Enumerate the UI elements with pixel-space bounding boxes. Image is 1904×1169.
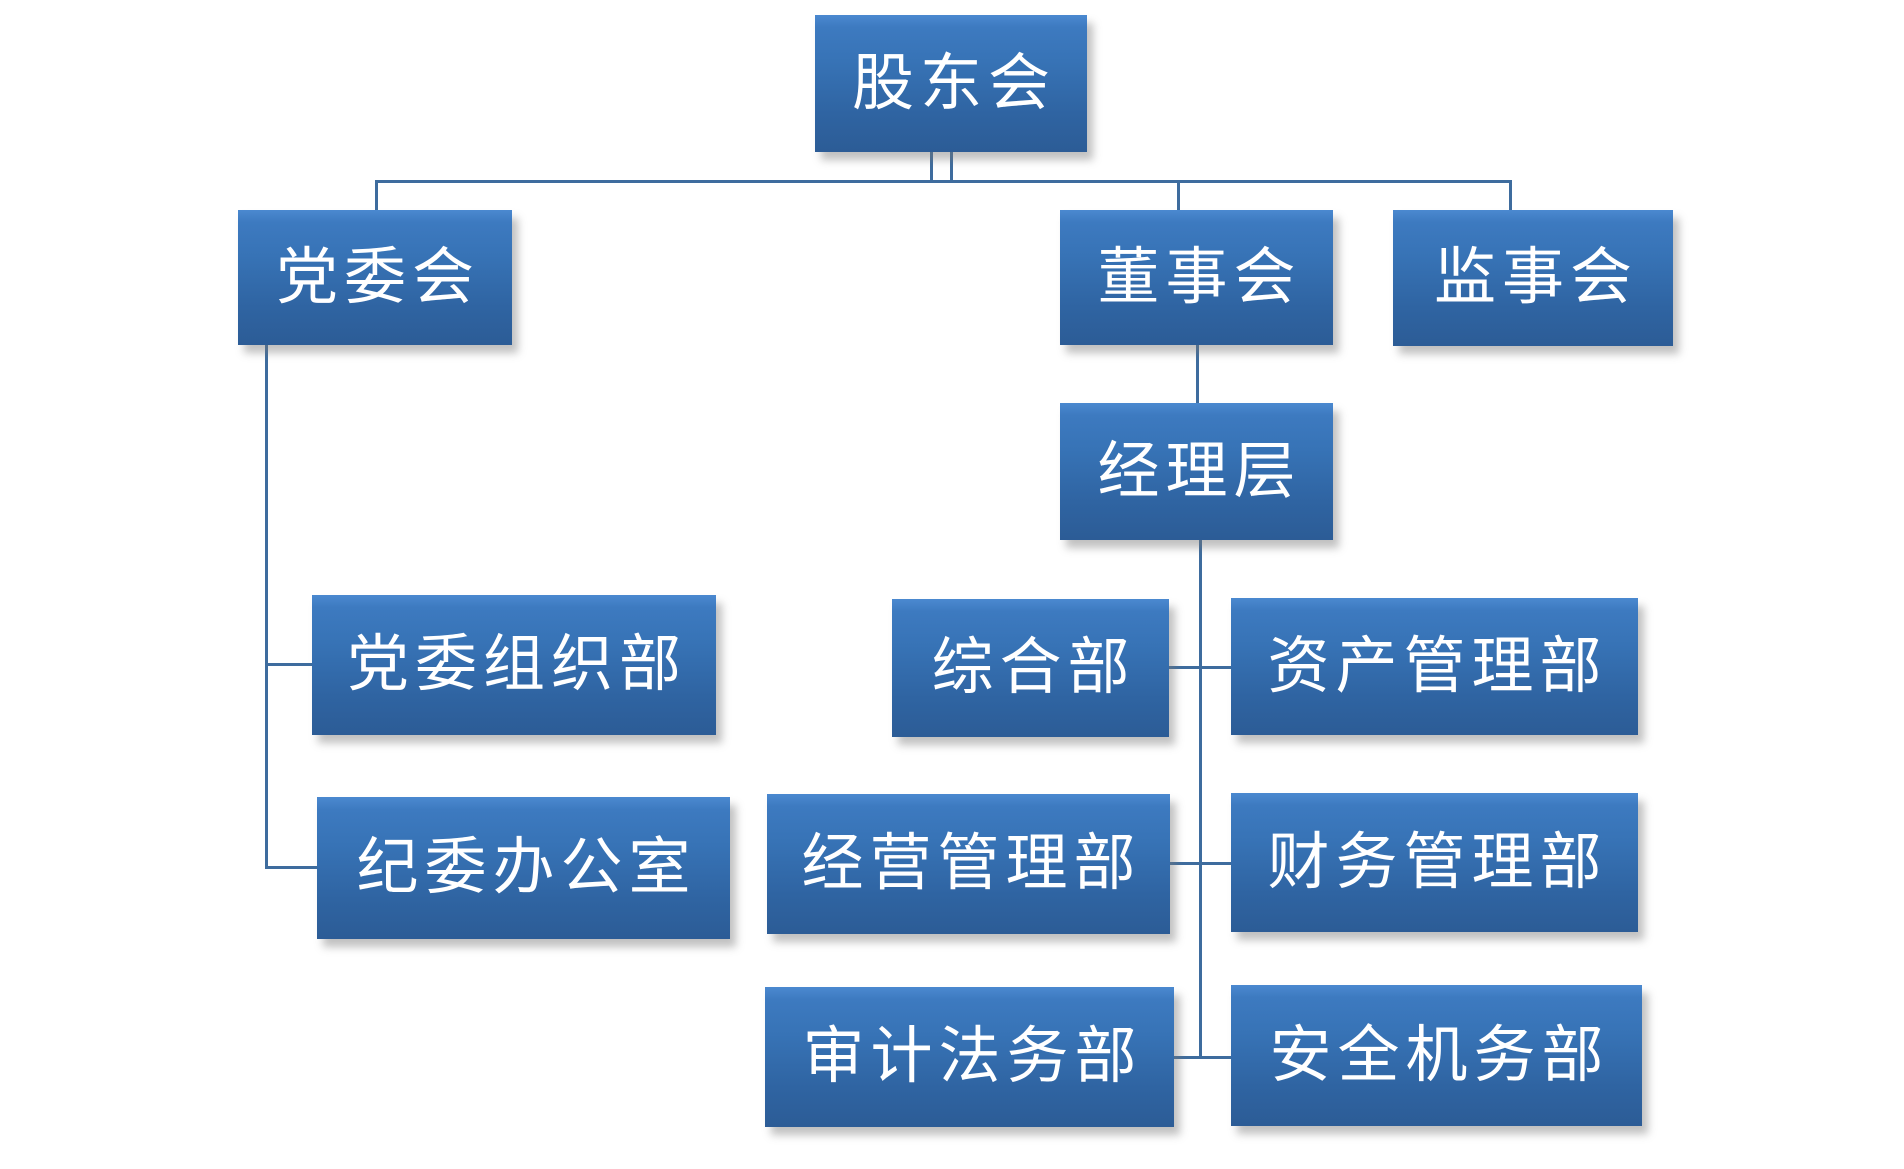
node-label: 经理层 [1097, 437, 1302, 506]
node-general-dept: 综合部 [892, 599, 1169, 737]
node-label: 审计法务部 [802, 1023, 1143, 1091]
node-label: 财务管理部 [1267, 828, 1608, 897]
node-label: 纪委办公室 [356, 834, 697, 902]
node-label: 董事会 [1097, 243, 1302, 312]
node-label: 党委会 [275, 243, 480, 312]
node-asset-management-dept: 资产管理部 [1231, 598, 1638, 735]
node-safety-aviation-dept: 安全机务部 [1231, 985, 1642, 1126]
connector-management-trunk [1199, 540, 1202, 1059]
node-label: 经营管理部 [801, 830, 1142, 898]
node-label: 股东会 [851, 49, 1056, 118]
node-party-committee: 党委会 [238, 210, 512, 345]
node-label: 党委组织部 [346, 631, 687, 699]
node-discipline-inspection-office: 纪委办公室 [317, 797, 730, 939]
connector-row1-stub [1169, 666, 1233, 669]
connector-drop-board [1177, 180, 1180, 213]
connector-discipline-stub [266, 866, 319, 869]
node-label: 资产管理部 [1267, 632, 1608, 701]
connector-drop-party-committee [375, 180, 378, 213]
connector-row3-stub [1174, 1056, 1233, 1059]
node-supervisory-board: 监事会 [1393, 210, 1673, 346]
node-shareholders-meeting: 股东会 [815, 15, 1087, 152]
connector-drop-supervisory [1509, 180, 1512, 213]
node-management-level: 经理层 [1060, 403, 1333, 540]
node-label: 综合部 [931, 634, 1136, 702]
node-audit-legal-dept: 审计法务部 [765, 987, 1174, 1127]
node-party-organization-dept: 党委组织部 [312, 595, 716, 735]
node-label: 安全机务部 [1269, 1021, 1610, 1090]
connector-level2-horizontal [375, 180, 1512, 183]
connector-party-committee-trunk [265, 345, 268, 869]
connector-shareholders-stub-right [950, 152, 953, 183]
node-board-of-directors: 董事会 [1060, 210, 1333, 345]
node-label: 监事会 [1433, 244, 1638, 312]
connector-shareholders-stub-left [930, 152, 933, 183]
node-operations-management-dept: 经营管理部 [767, 794, 1170, 934]
connector-party-org-stub [266, 663, 314, 666]
connector-row2-stub [1170, 862, 1234, 865]
node-finance-management-dept: 财务管理部 [1231, 793, 1638, 932]
connector-board-to-management [1196, 345, 1199, 405]
